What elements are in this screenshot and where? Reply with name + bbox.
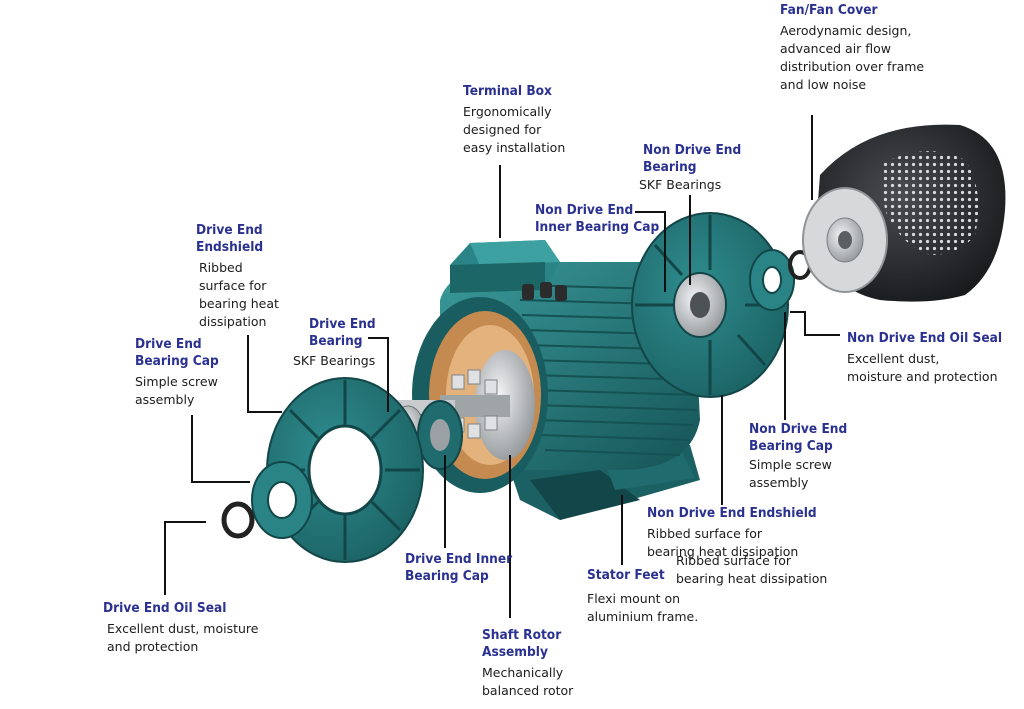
nde-oil-seal-title: Non Drive End Oil Seal	[847, 331, 1003, 346]
label-nde-oil-seal: Non Drive End Oil Seal Excellent dust, m…	[847, 330, 1012, 386]
fan-cover	[802, 124, 1006, 302]
nde-bearing-cap-title: Non Drive End Bearing Cap	[749, 422, 848, 454]
terminal-box-title: Terminal Box	[463, 84, 552, 99]
terminal-box-desc: Ergonomically designed for easy installa…	[463, 104, 566, 155]
label-nde-endshield-duplicate: Ribbed surface for bearing heat dissipat…	[676, 552, 827, 588]
label-fan-cover: Fan/Fan Cover Aerodynamic design, advanc…	[780, 2, 924, 94]
label-de-oil-seal: Drive End Oil Seal Excellent dust, moist…	[103, 600, 258, 656]
drive-end-oil-seal	[221, 501, 255, 539]
shaft-rotor-title: Shaft Rotor Assembly	[482, 628, 562, 660]
cable-glands	[522, 282, 567, 301]
de-oil-seal-desc: Excellent dust, moisture and protection	[107, 621, 259, 654]
de-oil-seal-title: Drive End Oil Seal	[103, 601, 227, 616]
stator-feet-desc: Flexi mount on aluminium frame.	[587, 591, 699, 624]
shaft-rotor	[395, 350, 535, 460]
fan-cover-title: Fan/Fan Cover	[780, 3, 878, 18]
label-de-inner-cap: Drive End Inner Bearing Cap	[405, 551, 519, 585]
de-endshield-title: Drive End Endshield	[196, 223, 264, 255]
label-nde-inner-cap: Non Drive End Inner Bearing Cap	[535, 202, 667, 236]
stator-feet-title: Stator Feet	[587, 568, 665, 583]
non-drive-end-bearing-cap	[749, 249, 795, 311]
drive-end-inner-bearing-cap	[417, 400, 463, 470]
nde-oil-seal-desc: Excellent dust, moisture and protection	[847, 351, 998, 384]
nde-endshield-duplicate-desc: Ribbed surface for bearing heat dissipat…	[676, 553, 828, 586]
label-stator-feet: Stator Feet Flexi mount on aluminium fra…	[587, 567, 698, 626]
label-terminal-box: Terminal Box Ergonomically designed for …	[463, 83, 565, 157]
nde-bearing-desc: SKF Bearings	[639, 177, 722, 192]
de-bearing-desc: SKF Bearings	[293, 353, 376, 368]
drive-end-bearing-cap	[251, 461, 313, 539]
terminal-box	[450, 240, 567, 301]
de-endshield-desc: Ribbed surface for bearing heat dissipat…	[199, 260, 279, 329]
de-bearing-cap-desc: Simple screw assembly	[135, 374, 218, 407]
label-de-bearing: Drive End Bearing SKF Bearings	[293, 316, 380, 370]
label-nde-endshield: Non Drive End Endshield Ribbed surface f…	[647, 505, 828, 561]
label-de-endshield: Drive End Endshield Ribbed surface for b…	[196, 222, 279, 331]
leader-lines	[164, 115, 840, 618]
shaft-rotor-desc: Mechanically balanced rotor	[482, 665, 574, 698]
label-de-bearing-cap: Drive End Bearing Cap Simple screw assem…	[135, 336, 224, 409]
label-shaft-rotor: Shaft Rotor Assembly Mechanically balanc…	[482, 627, 573, 700]
nde-endshield-title: Non Drive End Endshield	[647, 506, 817, 521]
nde-inner-cap-title: Non Drive End Inner Bearing Cap	[535, 203, 660, 235]
label-nde-bearing-cap: Non Drive End Bearing Cap Simple screw a…	[749, 421, 854, 492]
nde-endshield-desc: Ribbed surface for bearing heat dissipat…	[647, 526, 799, 559]
non-drive-end-endshield	[631, 212, 789, 398]
de-bearing-cap-title: Drive End Bearing Cap	[135, 337, 219, 369]
label-nde-bearing: Non Drive End Bearing SKF Bearings	[639, 142, 748, 194]
fan-cover-desc: Aerodynamic design, advanced air flow di…	[780, 23, 925, 92]
de-inner-cap-title: Drive End Inner Bearing Cap	[405, 552, 513, 584]
nde-bearing-title: Non Drive End Bearing	[643, 143, 742, 175]
de-bearing-title: Drive End Bearing	[309, 317, 376, 349]
nde-bearing-cap-desc: Simple screw assembly	[749, 457, 832, 490]
